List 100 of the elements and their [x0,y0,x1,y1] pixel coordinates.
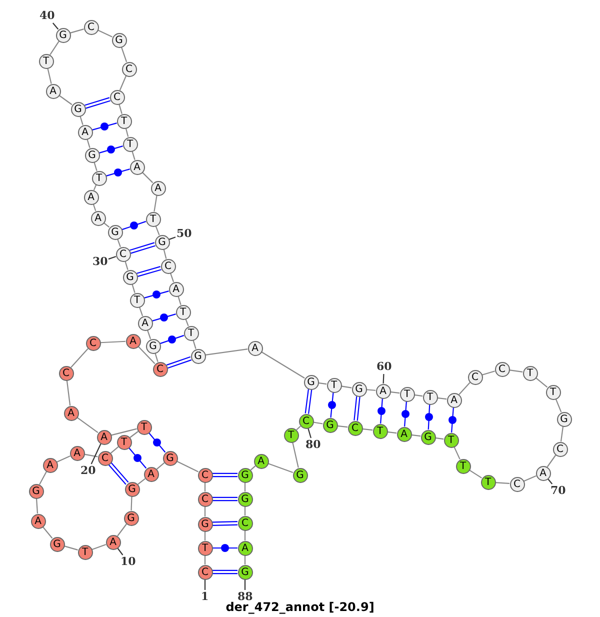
backbone-line [111,428,137,436]
base-circle: C [116,246,130,262]
base-circle: T [546,384,560,400]
base-pair-line [166,356,192,369]
base-circle: G [162,450,178,466]
base-pair-line [378,398,386,424]
backbone-line [146,330,152,340]
backbone-line [80,116,84,125]
position-number: 30 [92,256,108,268]
backbone-line [84,454,98,458]
base-pair-line [354,396,360,422]
backbone-line [50,40,60,56]
backbone-line [387,431,397,434]
base-circle: C [122,62,136,76]
base-circle: T [136,420,152,434]
base-circle: T [122,136,138,152]
base-pair-line [84,97,111,109]
leader-line [382,374,384,384]
base-circle: G [352,382,366,396]
backbone-line [337,425,348,428]
base-circle: T [146,212,160,226]
backbone-line [70,348,88,368]
base-circle: A [168,282,184,296]
base-circle: G [238,492,252,506]
backbone-line [142,172,154,184]
backbone-line [117,238,121,248]
backbone-line [268,463,294,473]
backbone-line [118,104,122,114]
base-pair-line [212,570,238,574]
backbone-line [86,139,90,148]
base-pair-line [212,496,238,502]
backbone-line [155,226,160,236]
backbone-line [56,456,70,462]
backbone-line [482,370,495,376]
base-circle: G [238,564,252,580]
base-circle: C [510,476,524,492]
base-circle: G [190,348,206,364]
base-circle: A [106,534,120,550]
base-circle: C [468,370,482,384]
backbone-line [261,351,305,379]
base-circle: G [50,536,64,552]
leader-line [52,22,59,30]
base-circle: T [116,114,132,128]
base-pair-line [304,388,312,414]
base-pair-line [136,266,162,277]
base-circle: C [160,258,176,274]
base-circle: C [58,366,74,380]
base-pair-line [212,472,238,478]
backbone-line [292,442,299,468]
base-pair-line [212,544,238,552]
base-circle: T [116,434,132,450]
backbone-line [176,460,198,472]
backbone-line [47,68,52,84]
base-circle: G [84,148,100,162]
backbone-line [313,422,323,424]
base-pair-line [144,290,169,298]
base-circle: A [70,446,84,460]
base-circle: A [446,392,462,408]
caption: der_472_annot [-20.9] [226,600,374,614]
backbone-line [296,426,301,430]
backbone-line [138,346,156,364]
base-pair-line [99,146,123,154]
base-circle: C [86,336,100,350]
base-pair-line [160,334,184,344]
base-circle: C [110,90,124,104]
base-pair-line [128,447,147,469]
backbone-line [120,46,128,62]
backbone-line [437,397,447,400]
backbone-line [76,416,98,434]
backbone-line [435,437,444,440]
base-circle: T [130,292,144,308]
base-pair-line [448,407,456,433]
backbone-line [36,498,38,514]
position-number: 70 [550,485,566,497]
base-circle: A [138,316,152,330]
base-pair-line [108,462,129,485]
base-pair-line [148,432,166,453]
base-circle: G [112,32,126,48]
base-circle: T [372,424,388,438]
base-pair-line [122,220,146,230]
base-circle: T [176,304,190,320]
base-circle: T [38,54,54,68]
base-pair-line [425,404,433,430]
backbone-line [524,475,536,482]
backbone-line [132,284,136,293]
base-pair-line [129,242,156,254]
backbone-line [117,524,127,536]
position-number: 60 [376,361,392,373]
base-circle: A [64,406,78,420]
base-circle: A [396,426,412,442]
backbone-line [132,151,136,160]
base-circle: G [56,28,70,42]
backbone-line [64,546,78,550]
backbone-line [156,462,165,470]
backbone-line [130,431,138,438]
base-circle: A [46,84,60,98]
backbone-line [366,389,376,391]
base-pair-line [152,314,176,322]
backbone-line [411,434,421,437]
backbone-line [119,76,127,90]
